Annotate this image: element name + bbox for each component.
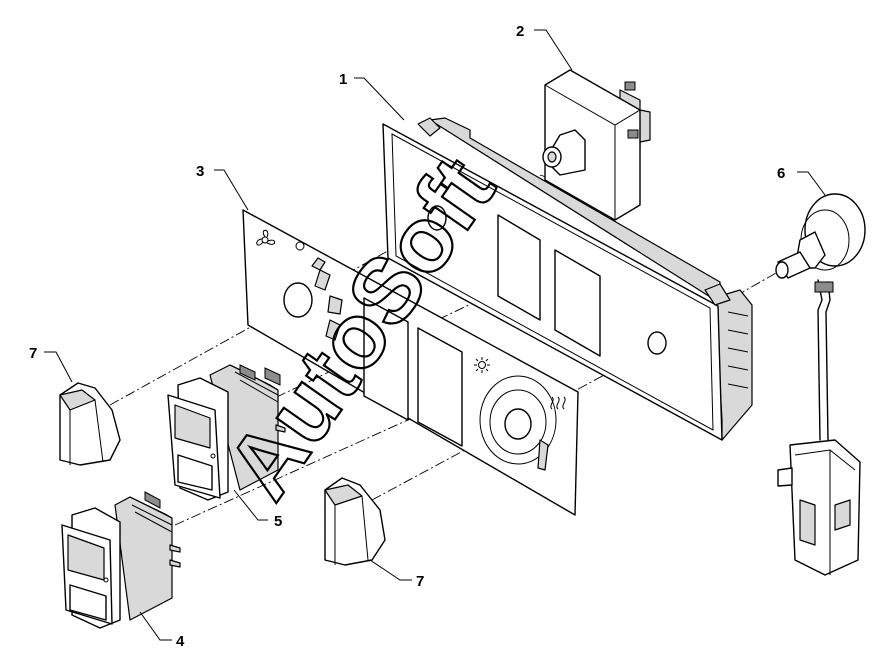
callout-4: 4 (176, 633, 185, 650)
fan-icon (256, 229, 276, 246)
callout-7-upper: 7 (29, 345, 37, 362)
part-7-knob-lower (324, 477, 386, 566)
part-4-rocker-switch (61, 491, 181, 629)
sun-icon (474, 357, 490, 373)
callout-5: 5 (274, 513, 282, 530)
part-3-front-panel (242, 209, 579, 516)
part-5-rocker-switch (167, 364, 286, 501)
callout-2: 2 (516, 23, 524, 40)
callout-6: 6 (777, 165, 785, 182)
indicator-lamp (295, 241, 305, 251)
part-1-housing (382, 117, 753, 441)
part-6-potentiometer (775, 193, 866, 576)
callout-7-lower: 7 (416, 573, 424, 590)
callout-3: 3 (196, 163, 204, 180)
callout-leaders (44, 29, 826, 641)
heat-waves-icon (550, 396, 566, 410)
part-7-knob-left (59, 382, 121, 466)
callout-1: 1 (339, 71, 347, 88)
part-2-rotary-switch (542, 69, 651, 221)
